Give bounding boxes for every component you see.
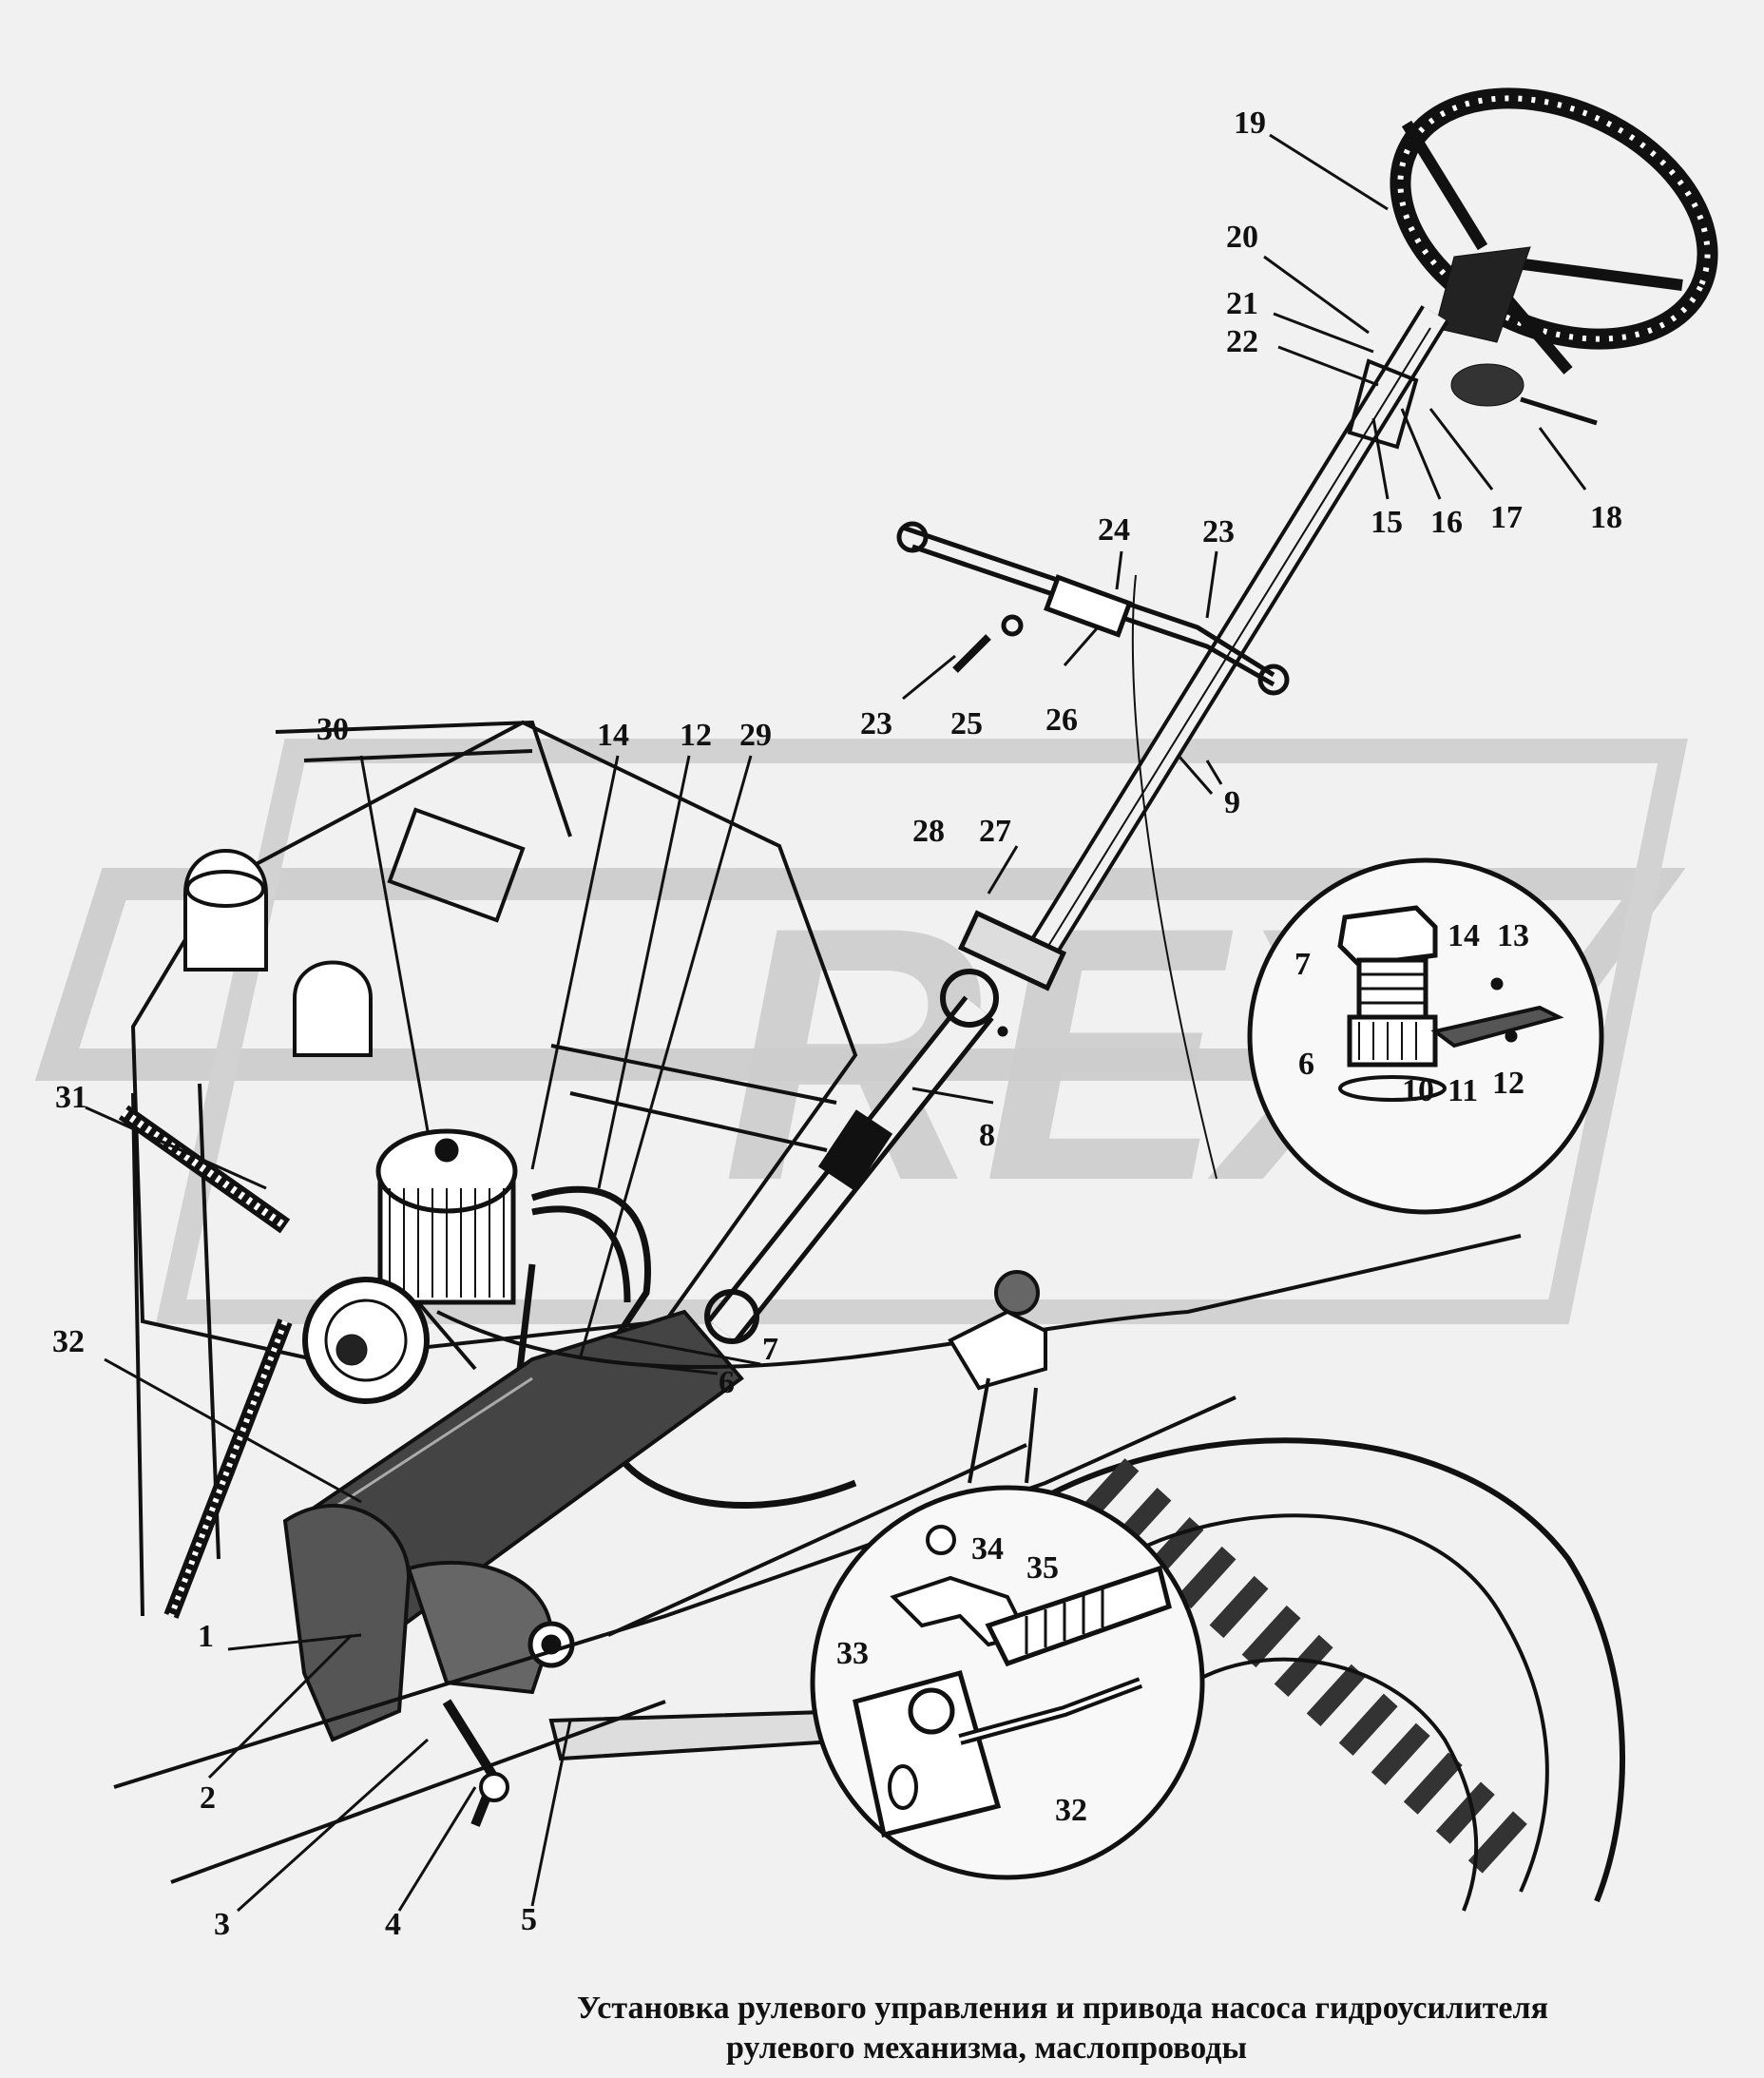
front-tire xyxy=(1034,1437,1625,1912)
drive-belt xyxy=(118,1105,293,1619)
callout-22: 22 xyxy=(1226,324,1258,359)
callout-4: 4 xyxy=(385,1907,401,1942)
inset-top-callout-12: 12 xyxy=(1492,1066,1524,1101)
callout-20: 20 xyxy=(1226,220,1258,255)
inset-detail-bottom xyxy=(810,1485,1205,1880)
inset-top-callout-13: 13 xyxy=(1497,918,1529,953)
callout-24: 24 xyxy=(1098,512,1130,548)
inset-bottom-callout-34: 34 xyxy=(971,1531,1004,1567)
callout-15: 15 xyxy=(1371,505,1403,540)
callout-29: 29 xyxy=(739,718,772,753)
intermediate-shaft xyxy=(704,969,1008,1344)
column-bracket xyxy=(896,521,1290,1180)
callout-5: 5 xyxy=(521,1902,537,1937)
frame-and-rod xyxy=(113,1234,1522,1884)
callout-12: 12 xyxy=(680,718,712,753)
callout-8: 8 xyxy=(979,1118,995,1153)
inset-top-labels: 7 14 13 6 10 11 12 xyxy=(1294,918,1529,1108)
callout-1: 1 xyxy=(198,1619,214,1654)
callout-21: 21 xyxy=(1226,286,1258,321)
cab-mount xyxy=(948,1270,1047,1484)
inset-top-callout-11: 11 xyxy=(1448,1073,1478,1108)
inset-detail-top xyxy=(1247,857,1604,1215)
callout-30: 30 xyxy=(316,712,349,747)
callout-labels: 19 20 21 22 15 16 17 18 24 23 23 25 26 9… xyxy=(52,106,1622,1942)
inset-top-callout-6: 6 xyxy=(1298,1047,1314,1082)
callout-27: 27 xyxy=(979,814,1011,849)
inset-bottom-callout-35: 35 xyxy=(1026,1550,1059,1586)
callout-3: 3 xyxy=(214,1907,230,1942)
inset-top-callout-14: 14 xyxy=(1448,918,1480,953)
inset-bottom-labels: 34 35 33 32 xyxy=(836,1531,1087,1828)
callout-23-left: 23 xyxy=(860,706,892,741)
callout-19: 19 xyxy=(1234,106,1266,141)
steering-gear xyxy=(282,1309,744,1827)
callout-14: 14 xyxy=(597,718,629,753)
caption-line-1: Установка рулевого управления и привода … xyxy=(577,1991,1548,2026)
caption-line-2: рулевого механизма, маслопроводы xyxy=(725,2030,1248,2066)
callout-32: 32 xyxy=(52,1324,85,1359)
callout-16: 16 xyxy=(1430,505,1463,540)
inset-bottom-callout-32: 32 xyxy=(1055,1793,1087,1828)
steering-column xyxy=(957,305,1449,991)
power-steering-pump xyxy=(302,1128,518,1404)
inset-top-callout-10: 10 xyxy=(1402,1073,1434,1108)
callout-31: 31 xyxy=(55,1080,87,1115)
callout-2: 2 xyxy=(200,1780,216,1816)
inset-top-callout-7: 7 xyxy=(1294,947,1311,982)
callout-17: 17 xyxy=(1490,500,1523,535)
callout-28: 28 xyxy=(912,814,945,849)
engine xyxy=(130,720,858,1617)
callout-9: 9 xyxy=(1224,785,1240,820)
steering-wheel xyxy=(1390,87,1718,426)
callout-6: 6 xyxy=(719,1365,735,1400)
callout-23-right: 23 xyxy=(1202,514,1235,549)
callout-25: 25 xyxy=(950,706,983,741)
callout-7: 7 xyxy=(762,1332,778,1367)
leader-lines xyxy=(85,133,1587,1913)
callout-26: 26 xyxy=(1045,702,1078,738)
callout-18: 18 xyxy=(1590,500,1622,535)
inset-bottom-callout-33: 33 xyxy=(836,1636,869,1671)
